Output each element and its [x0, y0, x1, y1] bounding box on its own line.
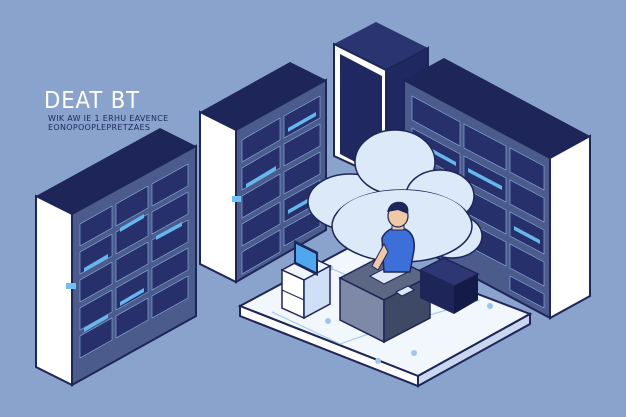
server-rack-right-icon — [403, 58, 591, 320]
server-rack-left-icon — [35, 128, 197, 387]
monitor-icon — [294, 240, 318, 276]
server-rack-middle-icon — [199, 62, 327, 284]
tagline-line-2: EONOPOOPLEPRETZAES — [48, 123, 151, 132]
server-box-icon — [418, 257, 480, 314]
person-at-desk-icon — [371, 201, 415, 273]
tagline-line-1: WIK AW IE 1 ERHU EAVENCE — [48, 114, 169, 123]
headline-title: DEAT BT — [44, 88, 141, 114]
